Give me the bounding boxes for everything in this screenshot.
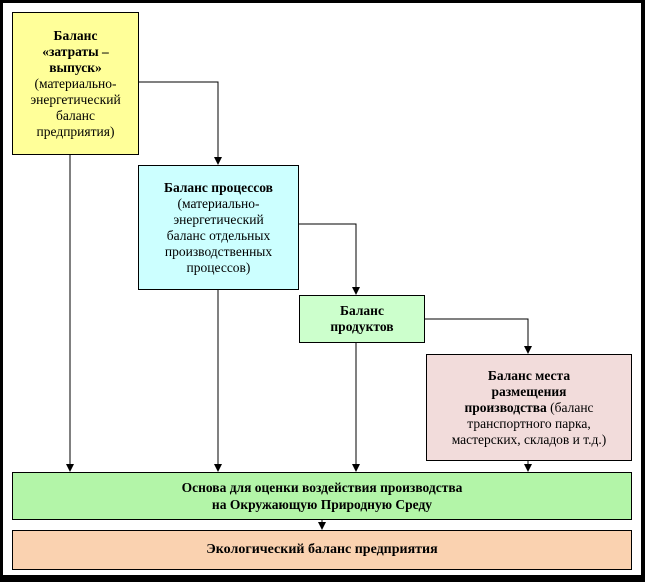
- node-detail-line: (материально-: [34, 75, 117, 91]
- node-mixed-line: производства (баланс: [464, 400, 593, 416]
- node-impact-basis: Основа для оценки воздействия производст…: [12, 472, 632, 520]
- node-io-balance: Баланс «затраты – выпуск» (материально- …: [12, 12, 139, 155]
- node-detail-line: баланс отдельных: [166, 227, 271, 243]
- node-detail-line: транспортного парка,: [467, 415, 591, 431]
- node-title-line: «затраты –: [42, 43, 109, 59]
- node-detail-line: энергетический: [30, 91, 121, 107]
- node-location-balance: Баланс места размещения производства (ба…: [426, 354, 632, 461]
- node-title-line: Баланс: [340, 303, 384, 318]
- node-detail-inline: (баланс: [546, 399, 594, 415]
- node-line: Основа для оценки воздействия производст…: [181, 480, 463, 495]
- node-line: Экологический баланс предприятия: [206, 542, 438, 557]
- node-eco-balance: Экологический баланс предприятия: [12, 530, 632, 570]
- node-detail-line: мастерских, складов и т.д.): [451, 431, 607, 447]
- node-title-line: Баланс места: [487, 367, 571, 383]
- node-detail-line: энергетический: [173, 211, 264, 227]
- node-detail-line: (материально-: [177, 195, 260, 211]
- node-detail-line: баланс: [56, 107, 95, 123]
- node-title-line: выпуск»: [49, 59, 102, 75]
- node-title-line: размещения: [491, 383, 567, 399]
- node-title-line: Баланс процессов: [164, 179, 273, 195]
- node-detail-line: предприятия): [36, 123, 115, 139]
- node-line: на Окружающую Природную Среду: [211, 497, 433, 512]
- node-product-balance: Баланс продуктов: [299, 295, 425, 343]
- node-process-balance: Баланс процессов (материально- энергетич…: [138, 165, 299, 290]
- node-title-tail: производства: [464, 399, 547, 415]
- node-detail-line: процессов): [186, 259, 251, 275]
- node-detail-line: производственных: [164, 243, 273, 259]
- node-title-line: продуктов: [330, 319, 394, 334]
- node-title-line: Баланс: [53, 27, 98, 43]
